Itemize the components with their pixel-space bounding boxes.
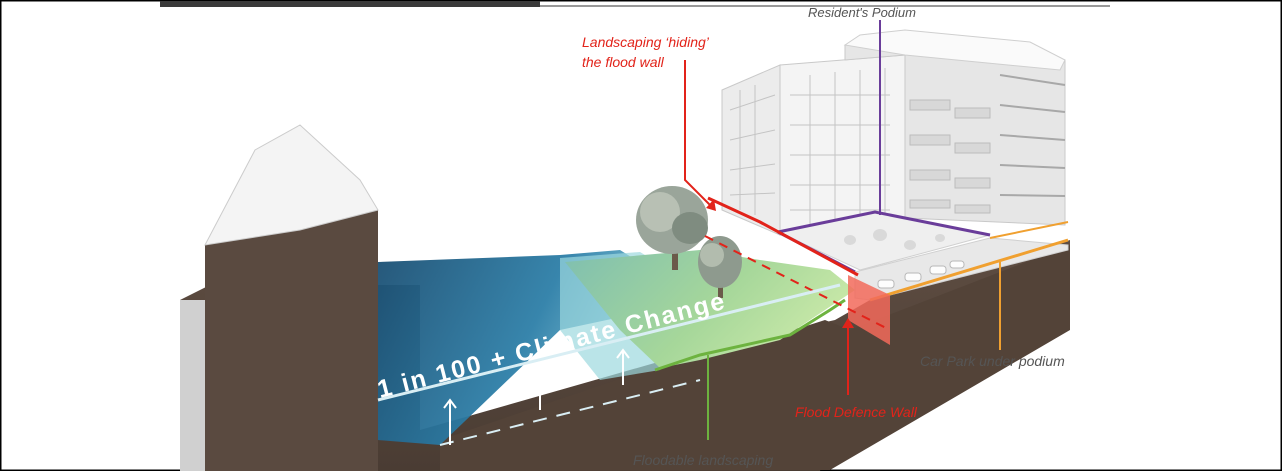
landscaping-hiding-wall-line (707, 196, 859, 277)
residents-podium-label: Resident's Podium (808, 5, 916, 20)
tree-icon (698, 236, 742, 298)
flood-defence-wall (848, 275, 890, 345)
left-building-roof (204, 124, 379, 246)
flood-level-line (377, 283, 841, 402)
building-balconies (909, 99, 991, 214)
podium-outline (777, 210, 991, 237)
tree-icon (636, 186, 708, 270)
rising-water-arrow-icon (443, 348, 630, 445)
parked-cars (877, 260, 965, 289)
flood-wall-arrowhead (842, 318, 854, 328)
car-park-outline-top (989, 221, 1069, 239)
floodable-landscape-edge (654, 298, 846, 372)
flood-wall-dashed-top (704, 235, 891, 331)
podium-planting (844, 229, 945, 250)
landscaping-hiding-arrowhead (706, 199, 716, 211)
car-park-label: Car Park under podium (920, 353, 1065, 369)
landscaping-hiding-label-line2: the flood wall (582, 54, 665, 70)
landscaping-hiding-label-line1: Landscaping ‘hiding’ (582, 34, 710, 50)
building-windows (729, 68, 890, 225)
left-building-side (180, 300, 205, 471)
flood-defence-wall-label: Flood Defence Wall (795, 404, 918, 420)
car-park-outline (869, 238, 1069, 302)
building-section-floors (999, 74, 1066, 197)
building-roof (843, 29, 1066, 71)
floodable-landscaping-label: Floodable landscaping (633, 452, 773, 468)
top-strip-graphic (160, 1, 540, 7)
earth-front-face (440, 245, 1070, 471)
building-front-facade (779, 54, 906, 236)
flood-level-dashed-lower (439, 379, 701, 446)
floodable-landscape-surface (565, 250, 855, 368)
landscaping-hiding-leader (684, 60, 711, 206)
